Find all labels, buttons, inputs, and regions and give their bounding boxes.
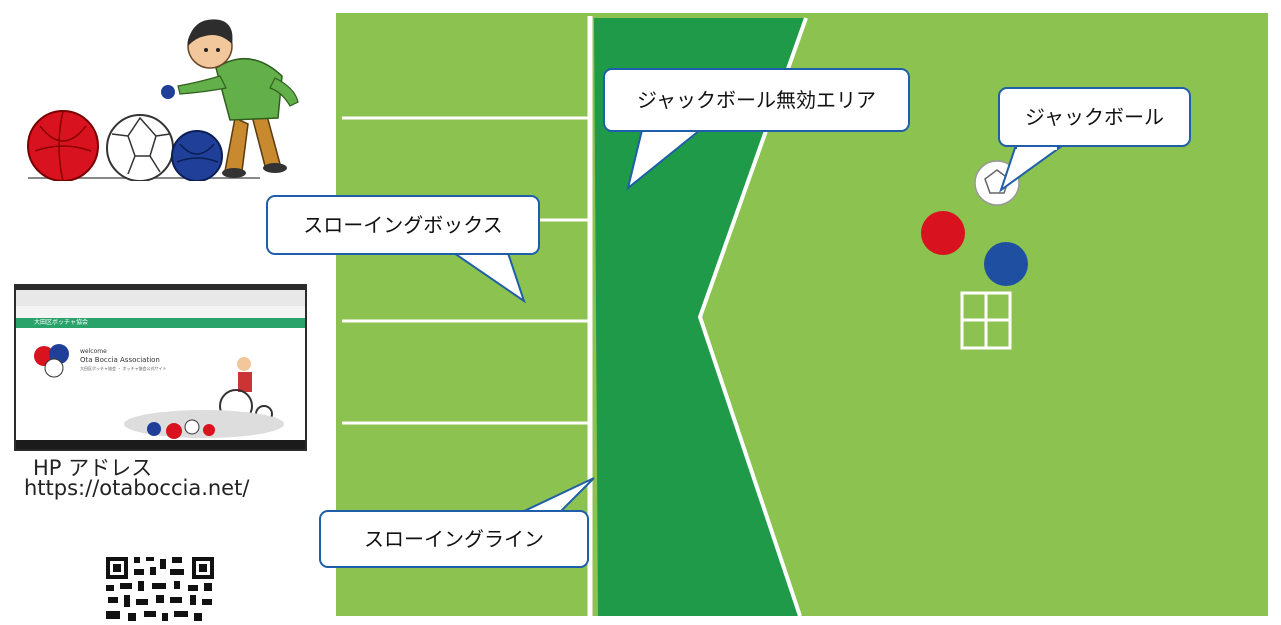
left-panel: 大田区ボッチャ協会 welcome Ota Boccia Association… xyxy=(0,0,322,625)
homepage-screenshot-sub: 大田区ボッチャ協会 ・ ボッチャ協会公式サイト xyxy=(80,366,167,371)
homepage-screenshot: 大田区ボッチャ協会 welcome Ota Boccia Association… xyxy=(14,284,307,451)
player-figure xyxy=(177,19,299,178)
callout-tail-throwing-box xyxy=(450,251,526,304)
red-ball-icon xyxy=(27,110,99,181)
callout-tail-jack-ball xyxy=(999,146,1063,193)
homepage-screenshot-title: 大田区ボッチャ協会 xyxy=(34,319,88,326)
hp-address-label: HP アドレス xyxy=(33,456,153,480)
callout-throwing-box-label: スローイングボックス xyxy=(303,213,503,237)
qr-code-icon[interactable] xyxy=(104,555,216,625)
callout-throwing-line-label: スローイングライン xyxy=(364,527,544,551)
callout-jack-invalid-area-label: ジャックボール無効エリア xyxy=(637,88,876,112)
callout-jack-ball-label: ジャックボール xyxy=(1025,105,1164,129)
white-ball-icon xyxy=(106,114,174,181)
callout-throwing-line: スローイングライン xyxy=(319,510,589,568)
callout-jack-invalid-area: ジャックボール無効エリア xyxy=(603,68,910,132)
blue-ball-on-court xyxy=(984,242,1028,286)
hp-url[interactable]: https://otaboccia.net/ xyxy=(24,476,250,500)
callout-throwing-box: スローイングボックス xyxy=(266,195,540,255)
red-ball-on-court xyxy=(921,211,965,255)
homepage-screenshot-graphic xyxy=(14,284,307,451)
homepage-screenshot-welcome: welcome xyxy=(80,348,107,355)
target-cross-icon xyxy=(960,291,1012,350)
callout-tail-invalid-area xyxy=(626,128,702,191)
boccia-player-illustration xyxy=(27,19,299,181)
blue-ball-icon xyxy=(171,130,223,181)
boccia-court: ジャックボール無効エリア ジャックボール スローイングボックス スローイングライ… xyxy=(266,0,1281,625)
homepage-screenshot-org: Ota Boccia Association xyxy=(80,356,160,364)
callout-jack-ball: ジャックボール xyxy=(998,87,1191,147)
